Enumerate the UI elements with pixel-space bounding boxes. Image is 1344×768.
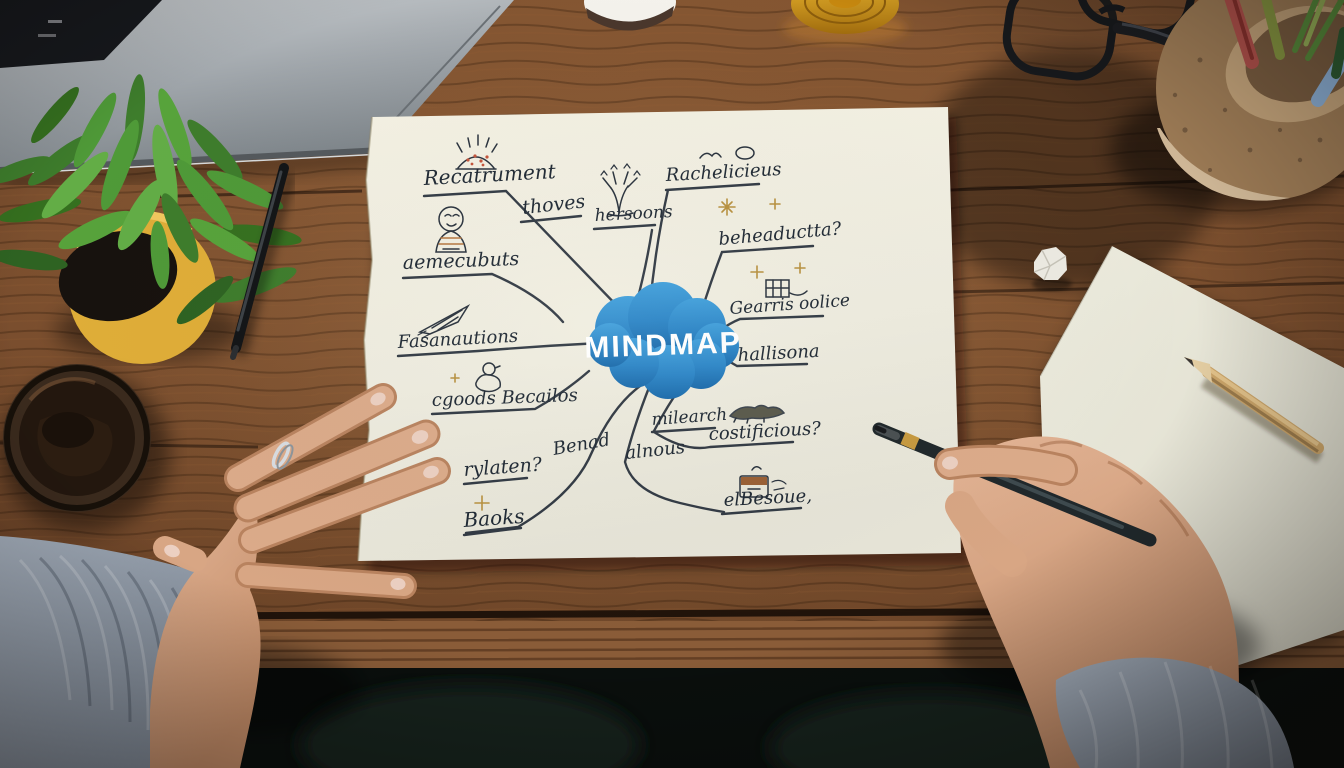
- scene-canvas: MINDMAP Recatrument thoves hersoons Rach…: [0, 0, 1344, 768]
- vignette-overlay: [0, 0, 1344, 768]
- desk-photo-scene: MINDMAP Recatrument thoves hersoons Rach…: [0, 0, 1344, 768]
